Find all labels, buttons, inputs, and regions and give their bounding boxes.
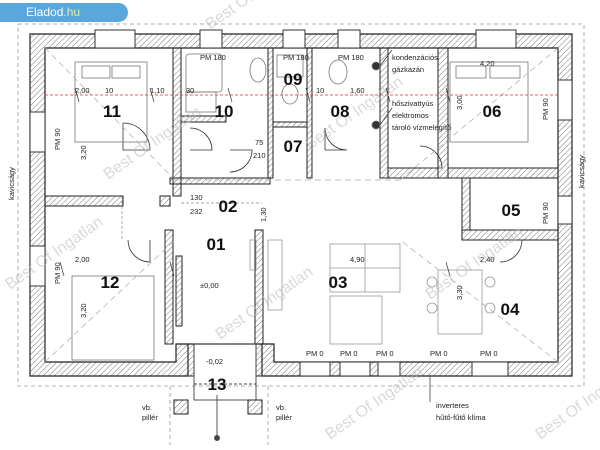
pillars <box>173 399 263 415</box>
dim-10-top: 10 <box>105 86 113 95</box>
room-13: 13 <box>208 375 227 394</box>
room-10: 10 <box>215 102 234 121</box>
dim-160: 1,60 <box>350 86 365 95</box>
room-11: 11 <box>103 102 121 121</box>
pm0-4: PM 0 <box>430 349 448 358</box>
site-outline <box>17 23 585 445</box>
dim-10-mid: 10 <box>316 86 324 95</box>
bed-room-11 <box>74 61 148 143</box>
level-2: -0,02 <box>206 357 223 366</box>
dim-232: 232 <box>190 207 203 216</box>
dim-320-top: 3,20 <box>79 145 88 160</box>
annotations: PM 180 PM 180 PM 180 kondenzációs gázkaz… <box>7 53 586 422</box>
dim-330: 3,30 <box>455 285 464 300</box>
pillar-label-2a: vb. <box>276 403 286 412</box>
dimension-ticks <box>59 87 451 277</box>
room-numbers: 11 10 09 08 06 07 02 05 01 12 03 04 13 <box>101 70 521 394</box>
watermark-4: Best Of Ingatlan <box>213 264 317 344</box>
boiler-label-2: gázkazán <box>392 65 424 74</box>
level-0: ±0,00 <box>200 281 219 290</box>
bed-room-12 <box>71 275 155 361</box>
heater-leader <box>379 107 393 126</box>
door-75: 75 <box>255 138 263 147</box>
ac-label-1: inverteres <box>436 401 469 410</box>
hall-symbols <box>121 196 262 240</box>
door-210: 210 <box>253 151 266 160</box>
room-02: 02 <box>219 197 238 216</box>
room-01: 01 <box>207 235 226 254</box>
watermarks: Best Of Ingatlan Best Of Ingatlan Best O… <box>3 0 600 443</box>
room-09: 09 <box>284 70 303 89</box>
windows <box>29 29 573 377</box>
dim-130: 130 <box>190 193 203 202</box>
site-badge[interactable]: Eladod.hu <box>0 3 128 22</box>
gravel-right: kavicságy <box>577 155 586 188</box>
boiler-leader <box>379 49 393 67</box>
inner-walls <box>44 47 559 377</box>
pm180-b: PM 180 <box>283 53 309 62</box>
ac-label-2: hűtő-fűtő klíma <box>436 413 486 422</box>
heater-label-2: elektromos <box>392 111 429 120</box>
room-07: 07 <box>284 137 303 156</box>
pm180-c: PM 180 <box>338 53 364 62</box>
dim-200-bot: 2,00 <box>75 255 90 264</box>
dim-240: 2,40 <box>480 255 495 264</box>
pm0-3: PM 0 <box>376 349 394 358</box>
pillar-label-1b: pillér <box>142 413 158 422</box>
room-08: 08 <box>331 102 350 121</box>
dim-30-top: 30 <box>186 86 194 95</box>
roof-lines <box>44 47 559 363</box>
room-03: 03 <box>329 273 348 292</box>
pm0-1: PM 0 <box>306 349 324 358</box>
dim-110-top: 1,10 <box>150 86 165 95</box>
badge-tld: .hu <box>63 5 81 19</box>
dim-130v: 1,30 <box>259 207 268 222</box>
dim-200-top: 2,00 <box>75 86 90 95</box>
pm0-2: PM 0 <box>340 349 358 358</box>
room-12: 12 <box>101 273 120 292</box>
pm0-5: PM 0 <box>480 349 498 358</box>
pm90-d: PM 90 <box>541 202 550 224</box>
watermark-8: Best Of Ingatlan <box>203 0 307 33</box>
dim-420: 4,20 <box>480 59 495 68</box>
pm90-a: PM 90 <box>53 128 62 150</box>
living-furniture <box>249 239 496 345</box>
dim-320-bot: 3,20 <box>79 303 88 318</box>
bathroom-fixtures <box>185 53 381 130</box>
pm90-b: PM 90 <box>53 262 62 284</box>
heater-label-3: tároló vízmelegítő <box>392 123 451 132</box>
room-06: 06 <box>483 102 502 121</box>
pm90-c: PM 90 <box>541 98 550 120</box>
entry-arrow <box>214 395 220 441</box>
room-04: 04 <box>501 300 520 319</box>
gravel-left: kavicságy <box>7 167 16 200</box>
badge-brand: Eladod <box>26 5 64 19</box>
dim-300: 3,00 <box>455 95 464 110</box>
pillar-label-1a: vb. <box>142 403 152 412</box>
pillar-label-2b: pillér <box>276 413 292 422</box>
entrance-canopy <box>193 343 257 401</box>
room-05: 05 <box>502 201 521 220</box>
pm180-a: PM 180 <box>200 53 226 62</box>
boiler-label-1: kondenzációs <box>392 53 438 62</box>
dim-490: 4,90 <box>350 255 365 264</box>
heater-label-1: hőszivattyús <box>392 99 434 108</box>
